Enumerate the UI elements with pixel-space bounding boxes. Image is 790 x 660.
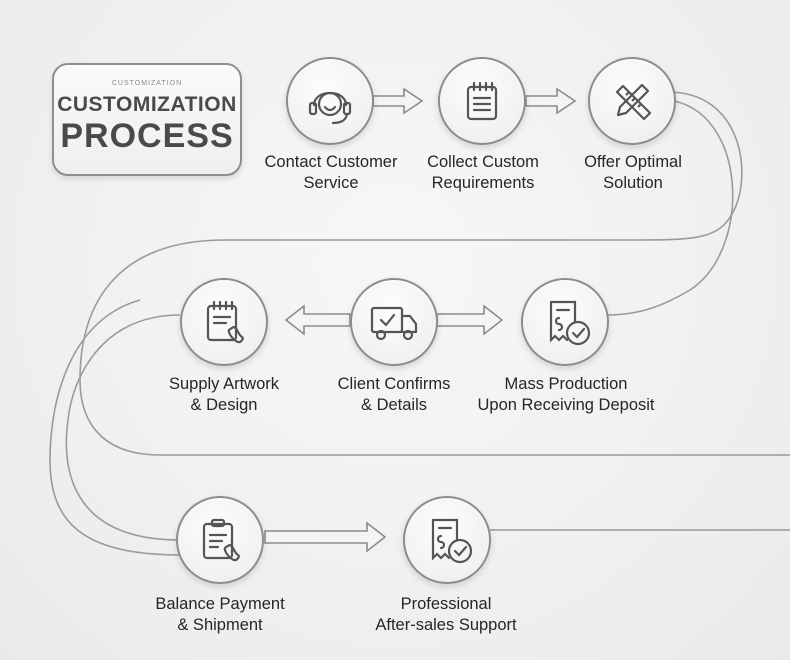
notepad-icon	[466, 81, 498, 121]
label-line1: Contact Customer	[264, 153, 398, 171]
step-contact-customer-service-label: Contact Customer Service	[231, 152, 431, 194]
step-balance-payment	[176, 496, 264, 584]
receipt-check-icon	[549, 300, 591, 346]
arrow-step1-to-step2	[372, 87, 424, 115]
label-line1: Collect Custom	[427, 153, 539, 171]
label-line2: Upon Receiving Deposit	[477, 396, 655, 414]
arrow-step5-to-step6	[284, 304, 351, 336]
label-line1: Balance Payment	[155, 595, 285, 613]
ruler-pencil-icon	[615, 83, 652, 121]
step-balance-payment-label: Balance Payment & Shipment	[120, 594, 320, 636]
label-line2: Service	[303, 174, 359, 192]
step-client-confirms	[350, 278, 438, 366]
title-card: CUSTOMIZATION CUSTOMIZATION PROCESS	[52, 63, 242, 176]
step-offer-optimal-solution	[588, 57, 676, 145]
title-small: CUSTOMIZATION	[111, 80, 183, 87]
step-mass-production	[521, 278, 609, 366]
arrow-step2-to-step3	[525, 87, 577, 115]
arrow-step7-to-step8	[264, 521, 387, 553]
title-line1: CUSTOMIZATION	[57, 93, 237, 116]
label-line1: Offer Optimal	[584, 153, 682, 171]
receipt-check-icon	[431, 518, 473, 564]
step-client-confirms-label: Client Confirms & Details	[294, 374, 494, 416]
label-line1: Mass Production	[504, 375, 628, 393]
step-offer-optimal-solution-label: Offer Optimal Solution	[533, 152, 733, 194]
clipboard-phone-icon	[206, 300, 244, 344]
step-collect-custom-requirements-label: Collect Custom Requirements	[383, 152, 583, 194]
label-line1: Client Confirms	[337, 375, 451, 393]
step-supply-artwork	[180, 278, 268, 366]
clipboard-phone-icon	[202, 518, 240, 562]
label-line2: Requirements	[431, 174, 535, 192]
step-after-sales-support-label: Professional After-sales Support	[346, 594, 546, 636]
connector-inner-curve	[607, 99, 734, 316]
label-line2: & Design	[190, 396, 258, 414]
arrow-step5-to-step4	[436, 304, 504, 336]
connector-left-outer-curve	[49, 299, 181, 556]
headset-icon	[308, 91, 352, 125]
label-line1: Supply Artwork	[168, 375, 280, 393]
title-line2: PROCESS	[60, 117, 234, 155]
step-mass-production-label: Mass Production Upon Receiving Deposit	[466, 374, 666, 416]
step-supply-artwork-label: Supply Artwork & Design	[124, 374, 324, 416]
step-collect-custom-requirements	[438, 57, 526, 145]
step-after-sales-support	[403, 496, 491, 584]
label-line2: & Shipment	[177, 616, 263, 634]
connector-left-curve	[65, 314, 181, 541]
label-line1: Professional	[400, 595, 492, 613]
label-line2: & Details	[360, 396, 428, 414]
step-contact-customer-service	[286, 57, 374, 145]
label-line2: After-sales Support	[375, 616, 517, 634]
label-line2: Solution	[603, 174, 663, 192]
connector-outer-curve	[79, 91, 790, 456]
delivery-truck-icon	[370, 306, 418, 341]
